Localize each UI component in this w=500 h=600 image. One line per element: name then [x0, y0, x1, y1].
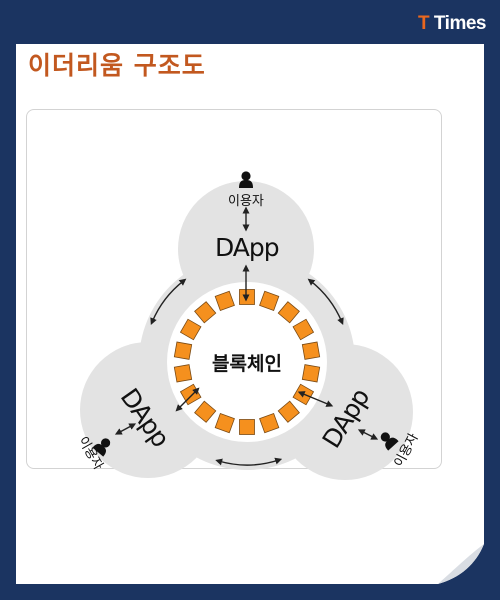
user-icon-top	[239, 171, 253, 188]
dapp-chain-arrow-left	[175, 387, 200, 412]
dapp-dapp-arc-left	[150, 278, 187, 326]
dapp-label-top: DApp	[215, 232, 280, 262]
user-label-top: 이용자	[228, 193, 264, 209]
block	[239, 419, 255, 435]
ttimes-logo: T Times	[418, 13, 486, 35]
dapp-circle-top	[178, 181, 314, 317]
block	[239, 289, 255, 305]
user-icon-right	[380, 432, 399, 451]
person-body	[92, 443, 106, 457]
block	[214, 412, 235, 434]
block	[194, 301, 217, 324]
user-dapp-arrow-left	[114, 423, 137, 435]
user-icon-left	[92, 438, 111, 457]
person-body	[239, 180, 253, 188]
user-dapp-arrow-right	[357, 429, 379, 440]
block	[277, 400, 300, 423]
block	[259, 412, 280, 434]
page-curl	[438, 544, 484, 584]
page-title: 이더리움 구조도	[28, 51, 206, 80]
person-head	[100, 438, 111, 448]
block	[301, 341, 321, 360]
dapp-dapp-arc-right	[307, 278, 344, 326]
block	[301, 364, 321, 383]
logo-accent: T	[418, 13, 430, 34]
person-body	[385, 437, 399, 451]
block	[259, 290, 280, 312]
block	[173, 364, 193, 383]
dapp-dapp-arc-bottom	[215, 457, 283, 466]
block	[214, 290, 235, 312]
block	[173, 341, 193, 360]
person-head	[241, 171, 251, 181]
logo-text: Times	[429, 13, 487, 34]
dapp-chain-arrow-right	[297, 391, 334, 407]
blockchain-label: 블록체인	[212, 352, 282, 375]
blockchain-ring	[167, 282, 327, 442]
block	[277, 301, 300, 324]
person-head	[380, 432, 390, 442]
